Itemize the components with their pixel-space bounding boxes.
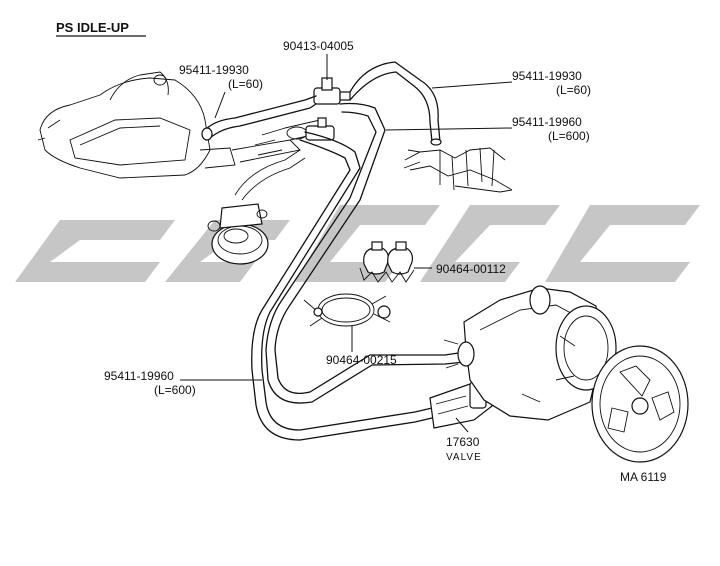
label-hose-long-left-length: (L=600) (154, 383, 196, 397)
vsv-connector (305, 77, 351, 141)
label-clamp-no: 90464-00215 (326, 353, 397, 367)
power-steering-pump (443, 285, 689, 463)
small-clip (359, 241, 415, 283)
hose-clamp (303, 293, 391, 327)
label-hose-long-right-no: 95411-19960 (512, 115, 582, 129)
short-hose-right (349, 61, 442, 146)
label-hose-upper-right-no: 95411-19930 (512, 69, 582, 83)
label-clip-small-no: 90464-00112 (436, 262, 506, 276)
long-hose-left (251, 131, 433, 441)
figure-code: MA 6119 (620, 470, 667, 484)
label-hose-long-left-no: 95411-19960 (104, 369, 174, 383)
long-hose-right (265, 102, 466, 404)
title-group: PS IDLE-UP (56, 20, 146, 37)
label-hose-upper-right-length: (L=60) (556, 83, 591, 97)
watermark-logo (15, 205, 700, 282)
label-hose-long-right-length: (L=600) (548, 129, 590, 143)
engine-intake-sketch (37, 71, 326, 179)
label-hose-upper-left-no: 95411-19930 (179, 63, 249, 77)
wiring-cluster (403, 147, 513, 193)
label-hose-upper-left-length: (L=60) (228, 77, 263, 91)
label-valve-name: VALVE (446, 452, 482, 463)
vacuum-actuator (207, 149, 306, 265)
leader-lines (180, 54, 513, 433)
short-hose-left (201, 95, 317, 141)
label-valve-no: 17630 (446, 435, 480, 449)
diagram-title: PS IDLE-UP (56, 20, 129, 35)
label-vsv-no: 90413-04005 (283, 39, 354, 53)
part-labels: 95411-19930 (L=60) 90413-04005 95411-199… (104, 39, 667, 484)
